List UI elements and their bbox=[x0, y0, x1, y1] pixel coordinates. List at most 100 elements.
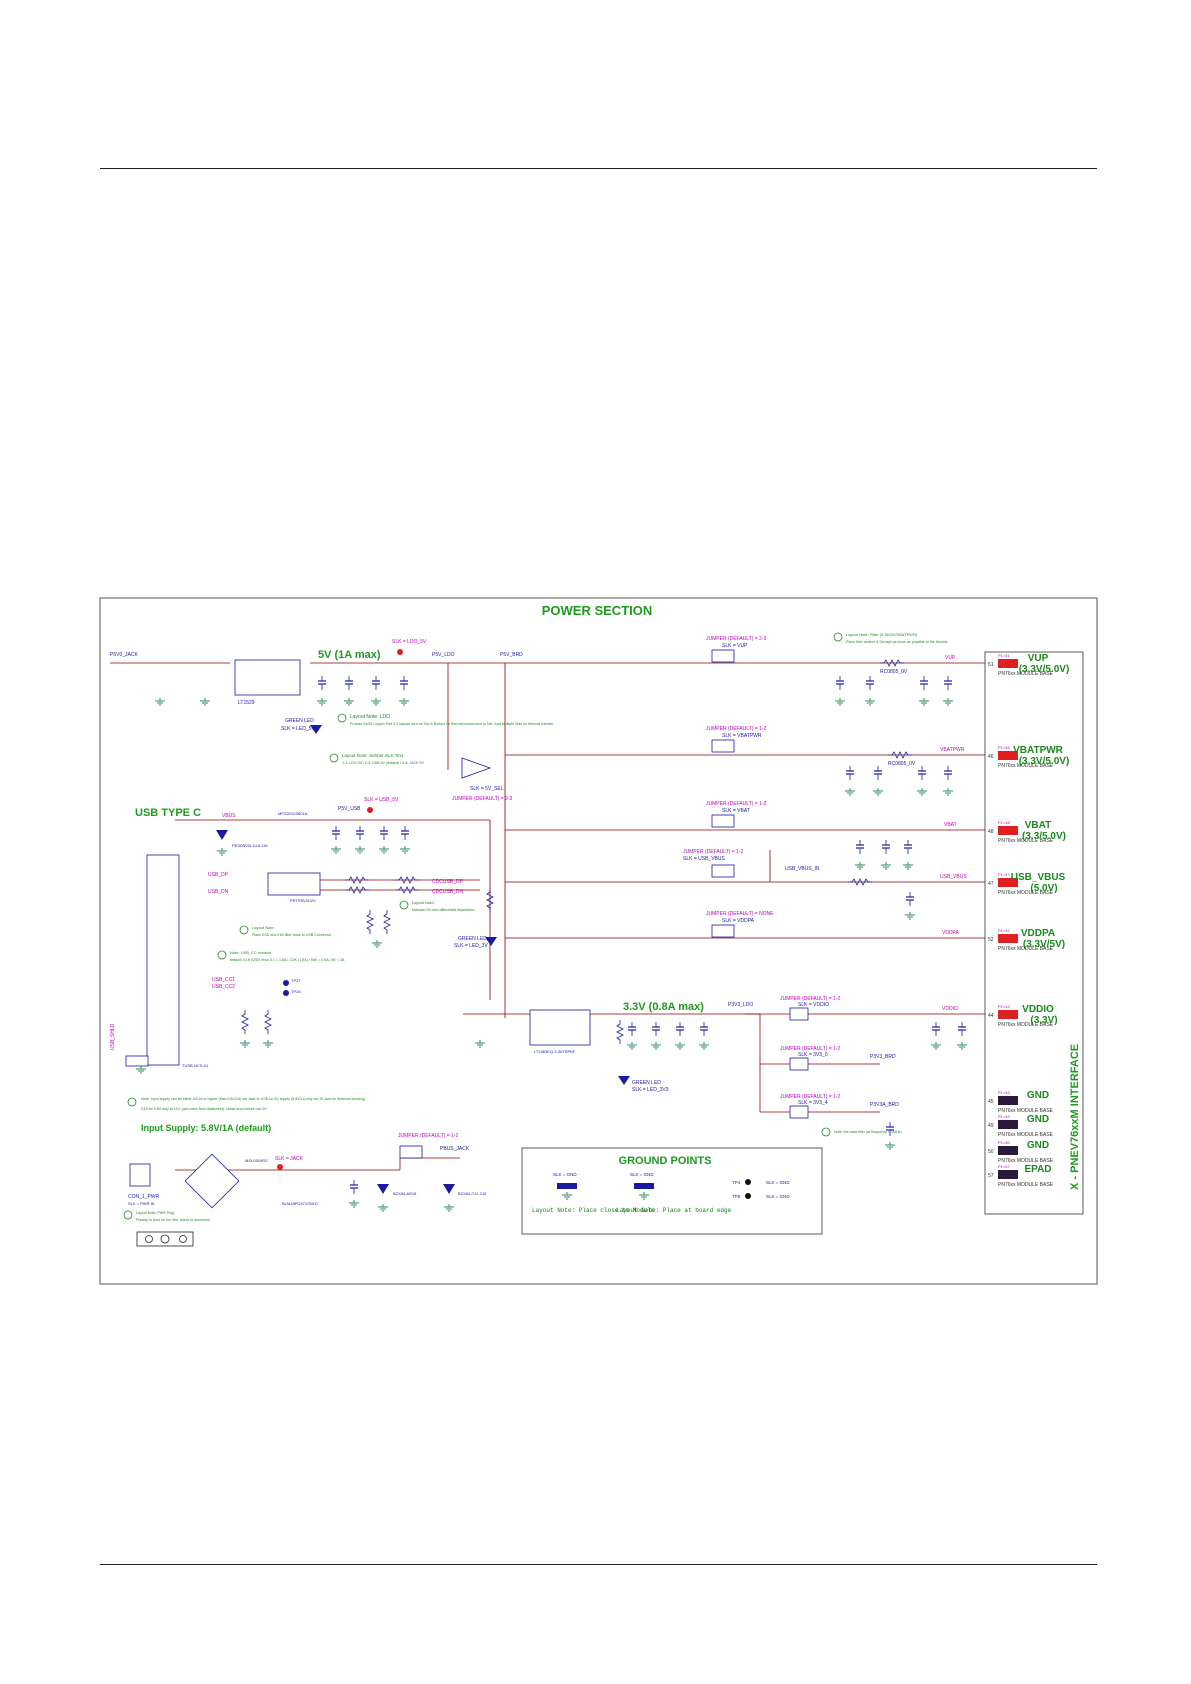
title-ground-points: GROUND POINTS bbox=[619, 1155, 712, 1167]
pin-desc: PN76xx MODULE BASE bbox=[998, 1158, 1054, 1164]
usb-5v-testpoint bbox=[367, 807, 373, 813]
led-d13-label: GREEN LED bbox=[458, 936, 487, 942]
pin-number: 46 bbox=[988, 754, 994, 760]
pin-number: 51 bbox=[988, 662, 994, 668]
pin-ref: P1=44 bbox=[998, 1004, 1010, 1009]
note-usb-cc: Note: USB_CC resistor bbox=[230, 950, 272, 955]
usb-esd-ic bbox=[267, 872, 321, 896]
pin-ref: P1=51 bbox=[998, 653, 1010, 658]
jumper-j10-silk: SLK = 3V3_4 bbox=[798, 1100, 828, 1106]
pin-voltage: (3.3V/5.0V) bbox=[1019, 664, 1070, 675]
ldo-5v-ic-label: LT1529 bbox=[238, 700, 255, 706]
pin-name: GND bbox=[1027, 1140, 1049, 1151]
net-vbatpwr: VBATPWR bbox=[940, 747, 965, 753]
ferrite-l1: MPZ2012S601A bbox=[278, 811, 308, 816]
pin-number: 45 bbox=[988, 1099, 994, 1105]
jumper-j7-default: JUMPER (DEFAULT) = 1-2 bbox=[706, 726, 767, 732]
ground-post-j12 bbox=[557, 1183, 577, 1189]
net-vbat: VBAT bbox=[944, 822, 957, 828]
jumper-j2-silk: SLK = VUP bbox=[722, 643, 748, 649]
pin-ref: P1=49 bbox=[998, 1114, 1010, 1119]
note-usb-cc-body: default: 5.1K (USB Vbus 5.1 = 1.5A) / 22… bbox=[230, 958, 345, 962]
jumper-j8 bbox=[789, 1007, 809, 1021]
jumper-j9 bbox=[789, 1057, 809, 1071]
info-icon bbox=[833, 632, 843, 642]
pin-pad bbox=[998, 1096, 1018, 1105]
jumper-j8-default: JUMPER (DEFAULT) = 1-2 bbox=[780, 996, 841, 1002]
pin-voltage: (3.3V/5.0V) bbox=[1019, 756, 1070, 767]
res-r1-label: RC0805_0V bbox=[880, 669, 908, 675]
net-p5v-usb: P5V_USB bbox=[338, 806, 361, 812]
info-icon bbox=[329, 753, 339, 763]
layout-note-board-line: Layout Note: Place at board edge bbox=[616, 1207, 732, 1214]
common-mode-choke-l2 bbox=[125, 1055, 149, 1067]
title-power-section: POWER SECTION bbox=[542, 603, 653, 618]
jumper-jack bbox=[399, 1145, 423, 1159]
jumper-j7 bbox=[711, 739, 735, 753]
zener-u23-label: BZX84-A5V6 bbox=[393, 1191, 417, 1196]
jumper-j4 bbox=[711, 814, 735, 828]
pin-pad bbox=[998, 751, 1018, 760]
led-d11-silk: SLK = LED_3V3 bbox=[632, 1087, 669, 1093]
ldo-3v3-ic-label: LT1963EQ-3.3#TRPBF bbox=[534, 1049, 576, 1054]
testpoint-tp5 bbox=[745, 1193, 751, 1199]
info-icon bbox=[399, 900, 409, 910]
jumper-j6-silk: SLK = VDDPA bbox=[722, 918, 755, 924]
info-icon bbox=[217, 950, 227, 960]
led-d11-label: GREEN LED bbox=[632, 1080, 661, 1086]
pin-pad bbox=[998, 934, 1018, 943]
usb-connector-label: TUSB-NCS-01 bbox=[182, 1063, 209, 1068]
pin-number: 57 bbox=[988, 1173, 994, 1179]
led-d11 bbox=[618, 1076, 630, 1085]
usb-esd-label: PRTR5V0U2X bbox=[290, 898, 316, 903]
zener-d14-label: BZX84-C11,215 bbox=[458, 1191, 487, 1196]
layout-note-board: Layout Note: Place at board edge bbox=[616, 1207, 732, 1214]
pin-number: 52 bbox=[988, 937, 994, 943]
pin-name: VDDPA bbox=[1021, 928, 1055, 939]
layout-note-module-line: Layout Note: Place close to Module bbox=[532, 1207, 655, 1214]
note-ldo-layout: Layout Note: LDO bbox=[350, 714, 390, 720]
pin-desc: PN76xx MODULE BASE bbox=[998, 671, 1054, 677]
usb-type-c-connector bbox=[146, 854, 180, 1066]
jumper-j3 bbox=[711, 864, 735, 878]
net-vbus: VBUS bbox=[222, 813, 236, 819]
jumper-j5: JUMPER (DEFAULT) = 2-3 bbox=[452, 796, 513, 802]
pin-ref: P1=45 bbox=[998, 1090, 1010, 1095]
jumper-j2 bbox=[711, 649, 735, 663]
pin-name: VDDIO bbox=[1022, 1004, 1054, 1015]
zener-u23 bbox=[377, 1184, 389, 1194]
tp4-label: TP4 bbox=[732, 1180, 741, 1185]
led-d12 bbox=[310, 725, 322, 734]
pin-pad bbox=[998, 1170, 1018, 1179]
pin-ref: P1=52 bbox=[998, 928, 1010, 933]
jumper-jack-default: JUMPER (DEFAULT) = 1-2 bbox=[398, 1133, 459, 1139]
net-usb-cc2: USB_CC2 bbox=[212, 984, 235, 990]
jumper-j7-silk: SLK = VBATPWR bbox=[722, 733, 762, 739]
info-icon bbox=[337, 713, 347, 723]
pin-pad bbox=[998, 659, 1018, 668]
info-icon bbox=[821, 1127, 831, 1137]
testpoint-tp27 bbox=[283, 980, 289, 986]
note-jumper-layout-body: 1-2: LDO 5V / 2-3: USB 5V (default) / 4-… bbox=[342, 761, 424, 765]
pin-number: 50 bbox=[988, 1149, 994, 1155]
jumper-j3-default: JUMPER (DEFAULT) = 1-2 bbox=[683, 849, 744, 855]
note-supply-2: D14 for 5.8V only at 11V, (can more from… bbox=[141, 1107, 267, 1111]
note-ldo-layout-body: Provide 2oz/5 Copper Pad 3.3 square inch… bbox=[350, 722, 554, 726]
led-d13-silk: SLK = LED_3V bbox=[454, 943, 488, 949]
net-pbus-jack: PBUS_JACK bbox=[440, 1146, 470, 1152]
pin-ref: P1=47 bbox=[998, 872, 1010, 877]
ground-points-box bbox=[521, 1147, 823, 1235]
pin-desc: PN76xx MODULE BASE bbox=[998, 890, 1054, 896]
gnd-j13-silk: SLK = GND bbox=[630, 1172, 654, 1177]
tvs-d1: PESD5V0L1UA,115 bbox=[232, 843, 268, 848]
ferrite-l3: BLM18PG471SN1D bbox=[282, 1201, 318, 1206]
pin-pad bbox=[998, 1146, 1018, 1155]
tp5-silk: SLK = GND bbox=[766, 1194, 790, 1199]
net-p3v3a-brd: P3V3A_BRD bbox=[870, 1102, 899, 1108]
title-interface: X - PNEV76xxM INTERFACE bbox=[1069, 1044, 1081, 1190]
